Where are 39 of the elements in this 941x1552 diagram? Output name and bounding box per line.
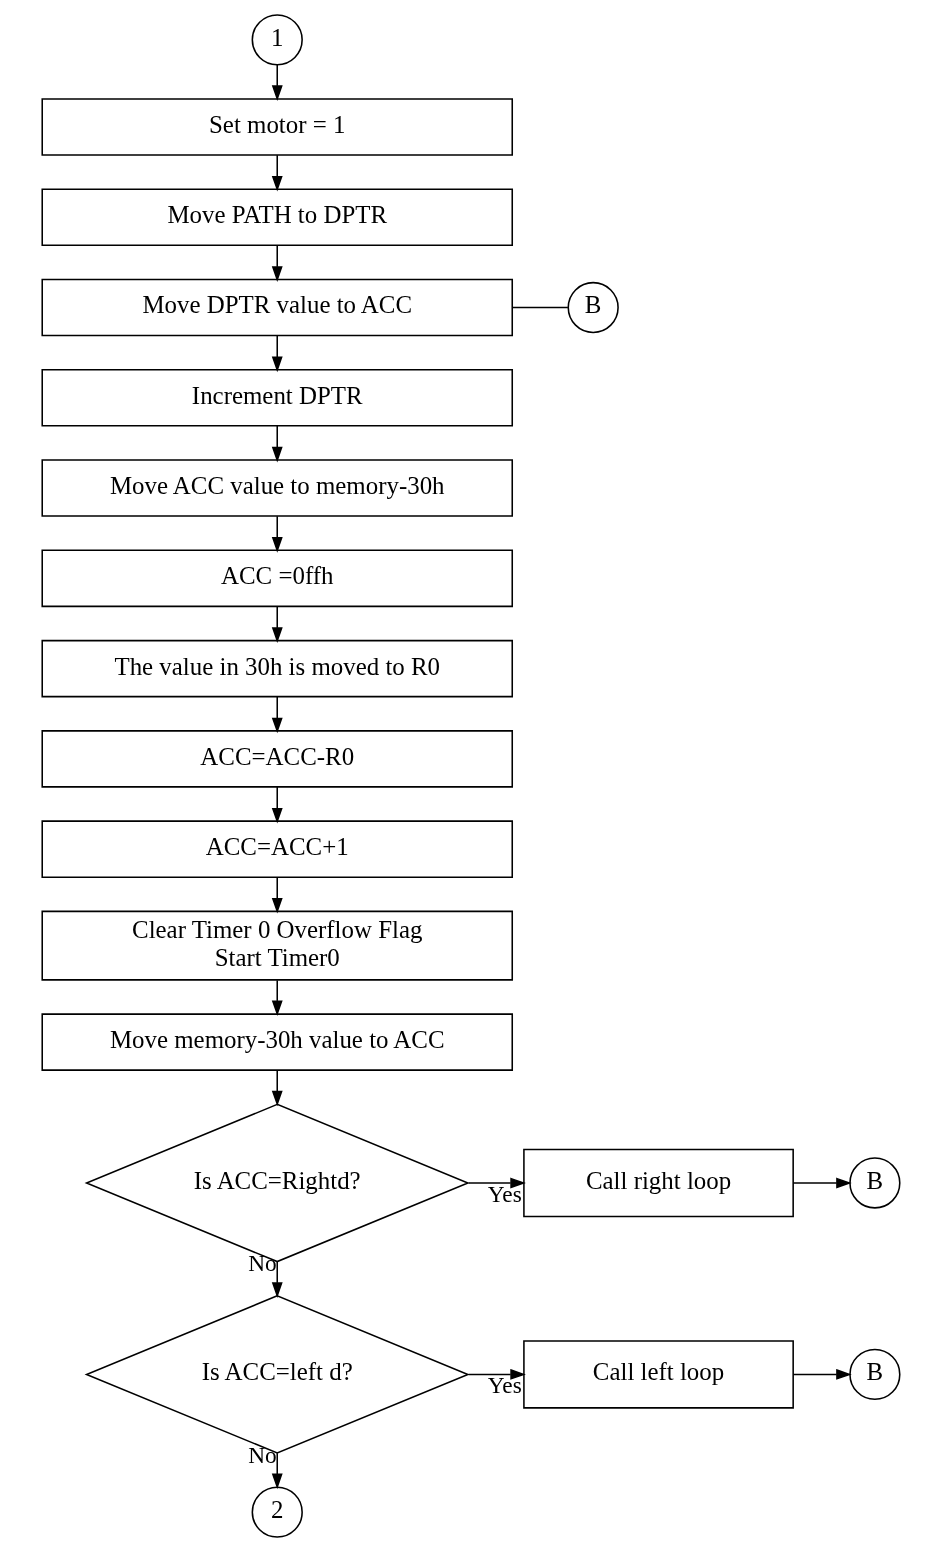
arrow xyxy=(467,1368,526,1380)
node-box: ACC=ACC+1 xyxy=(40,820,513,878)
edge-label: Yes xyxy=(487,1180,522,1207)
node-circle: B xyxy=(848,1348,901,1401)
arrow xyxy=(467,1177,526,1189)
arrow xyxy=(271,425,283,463)
node-box: Call left loop xyxy=(522,1340,794,1409)
node-box: Call right loop xyxy=(522,1148,794,1218)
node-box: Move memory-30h value to ACC xyxy=(40,1013,513,1071)
node-box: Set motor = 1 xyxy=(40,98,513,156)
arrow xyxy=(271,876,283,914)
arrow xyxy=(271,154,283,192)
edge-label: Yes xyxy=(487,1372,522,1399)
node-box: ACC =0ffh xyxy=(40,549,513,608)
node-circle: 2 xyxy=(251,1486,303,1538)
arrow xyxy=(271,696,283,734)
arrow xyxy=(271,244,283,282)
arrow xyxy=(271,786,283,824)
node-box: Increment DPTR xyxy=(40,369,513,427)
node-circle: B xyxy=(567,281,619,334)
arrow xyxy=(271,605,283,643)
arrow xyxy=(271,1069,283,1107)
node-box: Move ACC value to memory-30h xyxy=(40,459,513,517)
arrow xyxy=(792,1177,852,1189)
node-box: ACC=ACC-R0 xyxy=(40,730,513,788)
arrow xyxy=(271,1260,283,1298)
arrow xyxy=(271,334,283,373)
arrow xyxy=(271,515,283,553)
node-circle: B xyxy=(848,1157,901,1209)
arrow xyxy=(792,1368,852,1380)
arrow xyxy=(271,979,283,1016)
arrow xyxy=(271,1452,283,1490)
node-circle: 1 xyxy=(251,14,303,66)
node-box: The value in 30h is moved to R0 xyxy=(40,639,513,698)
connector xyxy=(511,306,569,309)
node-box: Move PATH to DPTR xyxy=(40,188,513,247)
arrow xyxy=(271,64,283,101)
node-box: Clear Timer 0 Overflow Flag Start Timer0 xyxy=(40,910,513,981)
node-box: Move DPTR value to ACC xyxy=(40,278,513,337)
